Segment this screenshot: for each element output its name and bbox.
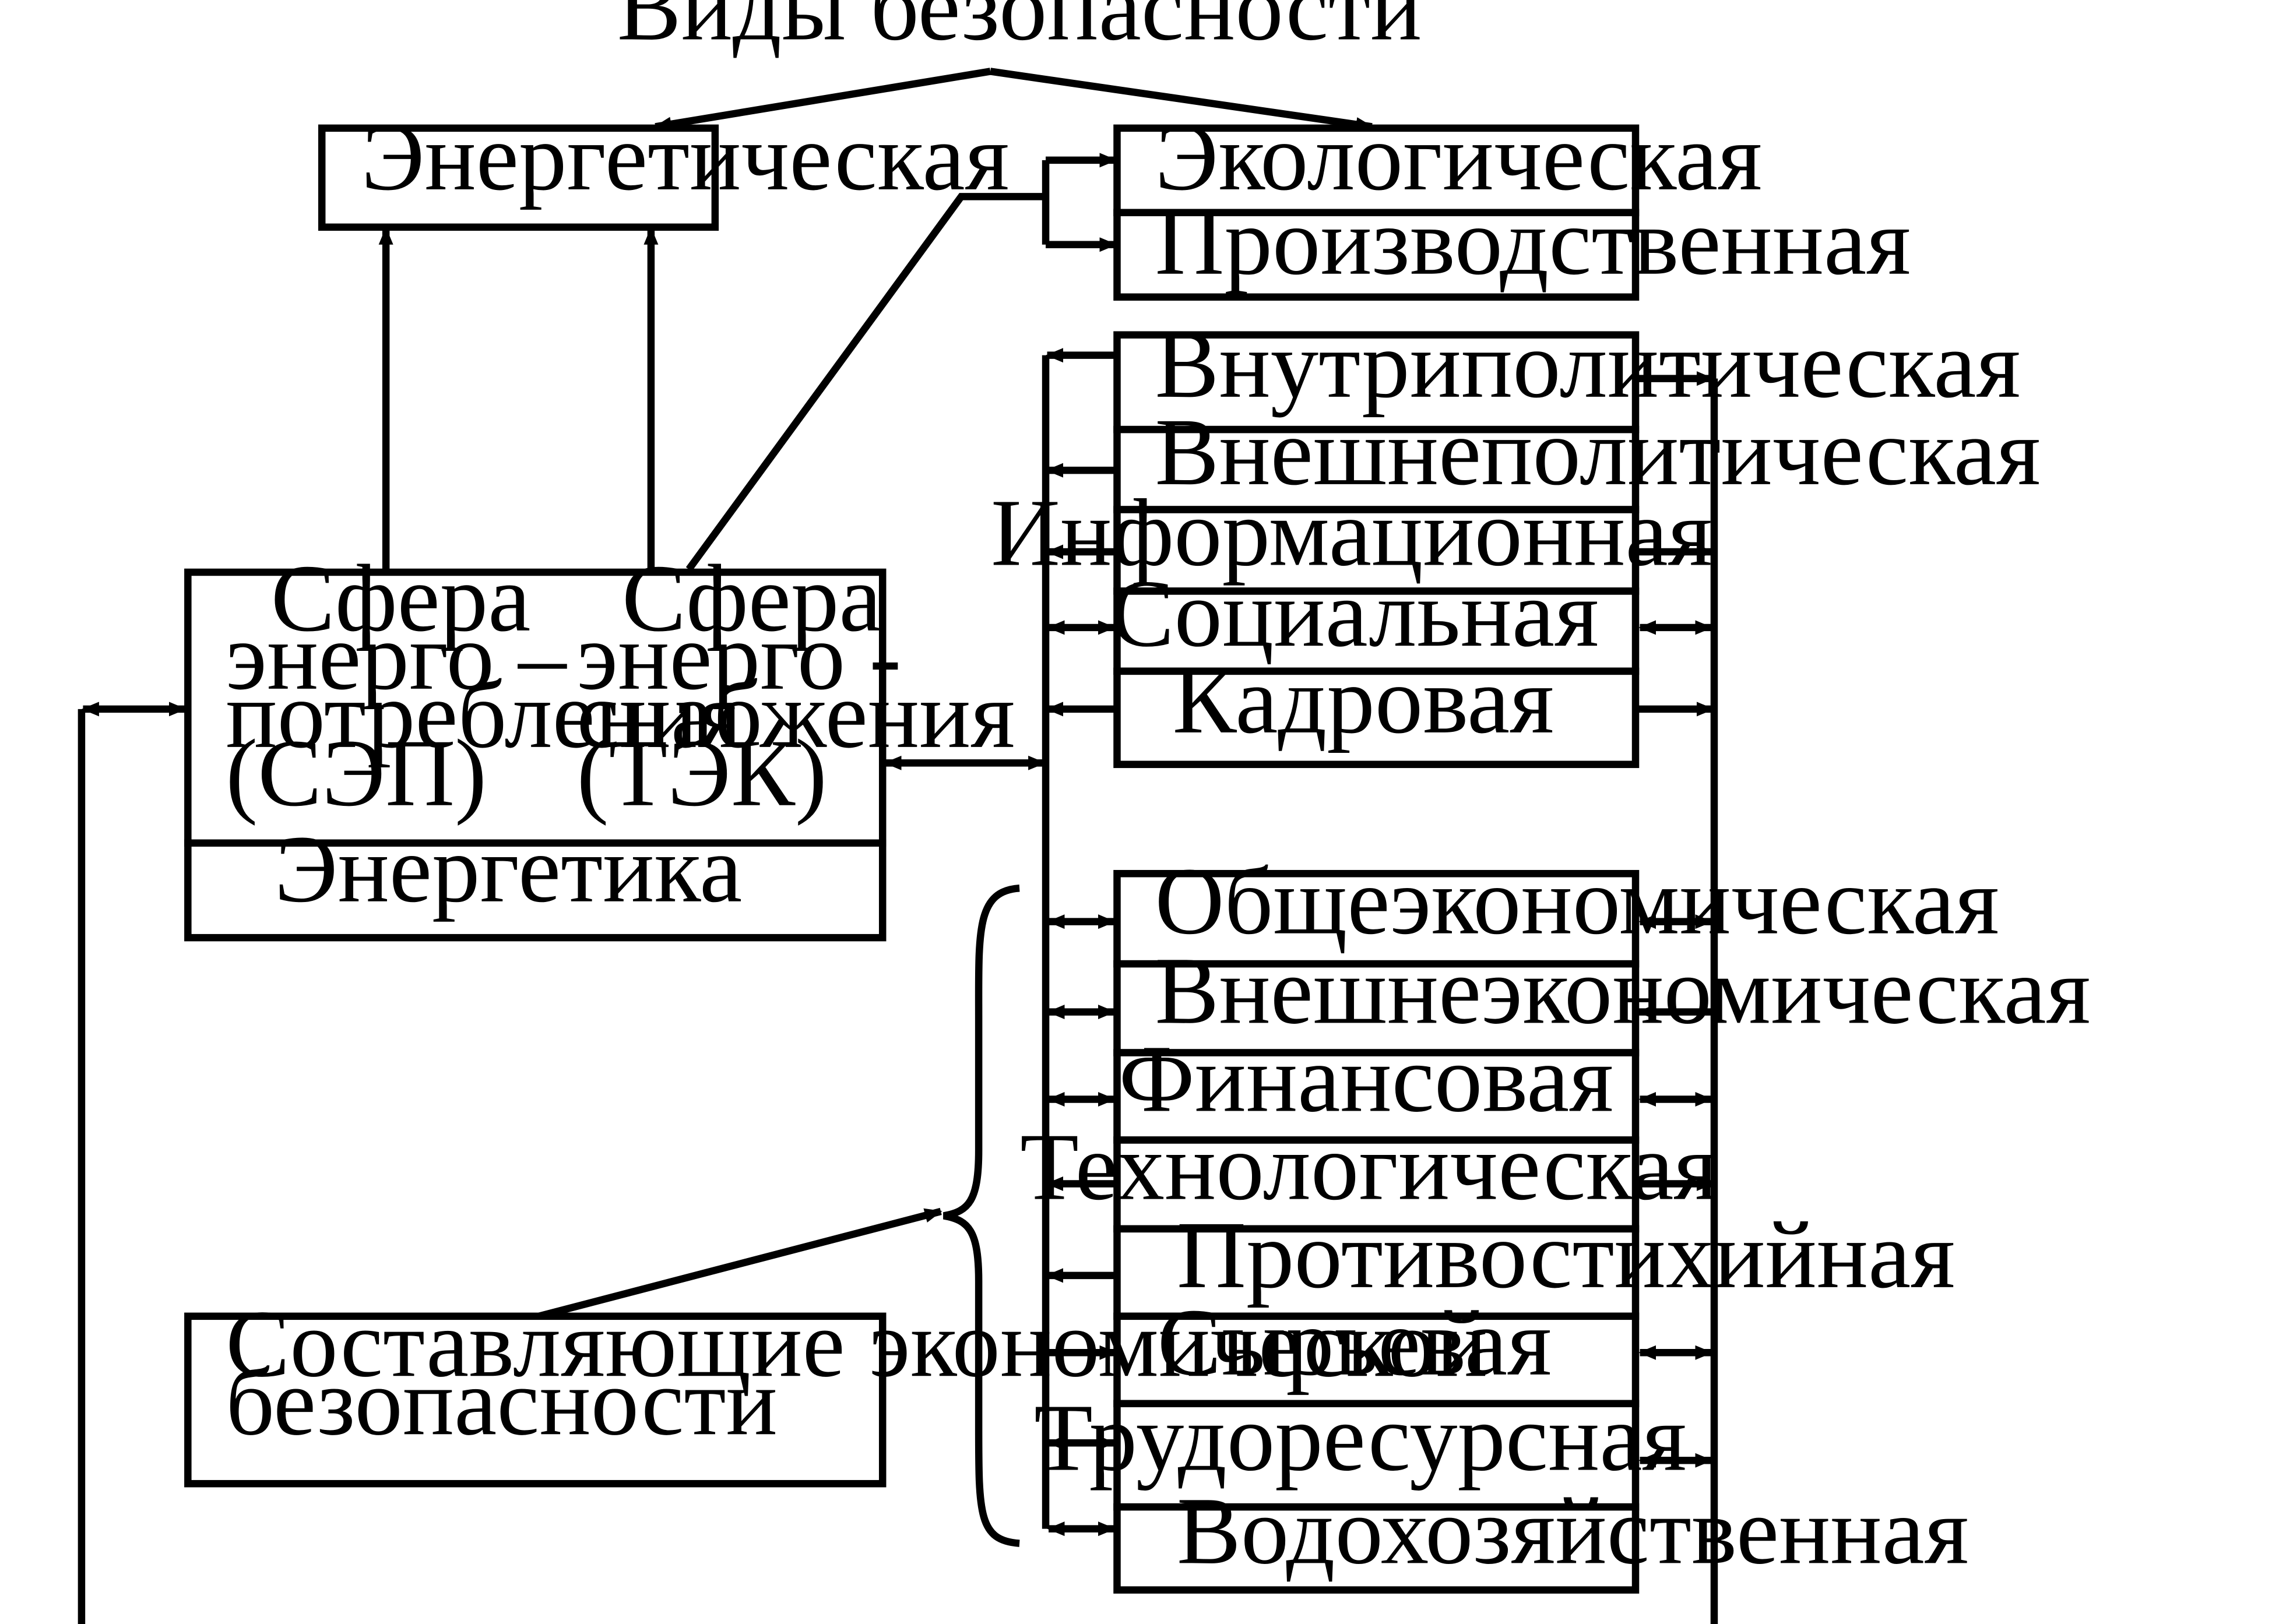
sep-sphere-label: энерго – <box>226 603 567 710</box>
industrial-box <box>1113 209 1640 301</box>
tek-sphere-label: энерго - <box>576 603 901 710</box>
tek-sphere-label: (ТЭК) <box>576 720 826 826</box>
economic-item-label: Водохозяйственная <box>1177 1477 1969 1584</box>
economic-item-label: Трудоресурсная <box>1034 1384 1686 1491</box>
sep-sphere-label: Сфера <box>271 545 531 651</box>
economic-brace <box>943 884 1020 1547</box>
economic-item-label: Финансовая <box>1119 1026 1613 1132</box>
tek-to-ecology-line <box>685 193 1046 572</box>
energy-security-box <box>318 124 719 231</box>
political-item-box <box>1113 587 1640 675</box>
industrial-label: Производственная <box>1155 188 1911 295</box>
economic-item-label: Сырьевая <box>1158 1289 1552 1396</box>
diagram-title: Виды безопасности <box>617 0 1422 60</box>
economic-item-box <box>1113 1503 1640 1594</box>
economic-item-label: Общеэкономическая <box>1155 848 1999 954</box>
components-label: Составляющие экономической <box>226 1290 1487 1397</box>
tek-sphere-label: снабжения <box>576 661 1015 768</box>
political-item-label: Социальная <box>1110 560 1599 667</box>
political-item-label: Кадровая <box>1173 647 1554 753</box>
tek-sphere-label: Сфера <box>622 545 882 651</box>
energetics-label: Энергетика <box>275 816 743 922</box>
connector-lines <box>78 68 1718 1624</box>
sep-sphere-label: потребления <box>226 661 742 768</box>
political-item-label: Информационная <box>991 479 1712 586</box>
boxes <box>184 124 1640 1594</box>
political-item-box <box>1113 667 1640 769</box>
economic-item-box <box>1113 1136 1640 1233</box>
bottom-loop-line <box>78 709 86 1624</box>
title-arrow-energy <box>653 68 991 132</box>
energy-security-label: Энергетическая <box>361 104 1010 210</box>
sep-sphere-label: (СЭП) <box>226 720 487 826</box>
components-label: безопасности <box>226 1348 778 1455</box>
political-item-label: Внутриполитическая <box>1155 311 2020 418</box>
economic-item-label: Технологическая <box>1020 1114 1718 1220</box>
components-to-brace-arrow <box>537 1207 942 1320</box>
ecological-label: Экологическая <box>1155 104 1762 210</box>
title-arrow-ecological <box>990 68 1374 132</box>
economic-item-box <box>1113 1312 1640 1407</box>
economic-item-label: Противостихийная <box>1177 1202 1955 1308</box>
economic-item-label: Внешнеэкономическая <box>1155 937 2090 1044</box>
energetics-box <box>184 839 887 942</box>
economic-item-box <box>1113 1049 1640 1144</box>
components-box <box>184 1312 887 1488</box>
economic-item-box <box>1113 1225 1640 1320</box>
economic-item-box <box>1113 960 1640 1056</box>
political-item-label: Внешнеполитическая <box>1155 399 2040 505</box>
